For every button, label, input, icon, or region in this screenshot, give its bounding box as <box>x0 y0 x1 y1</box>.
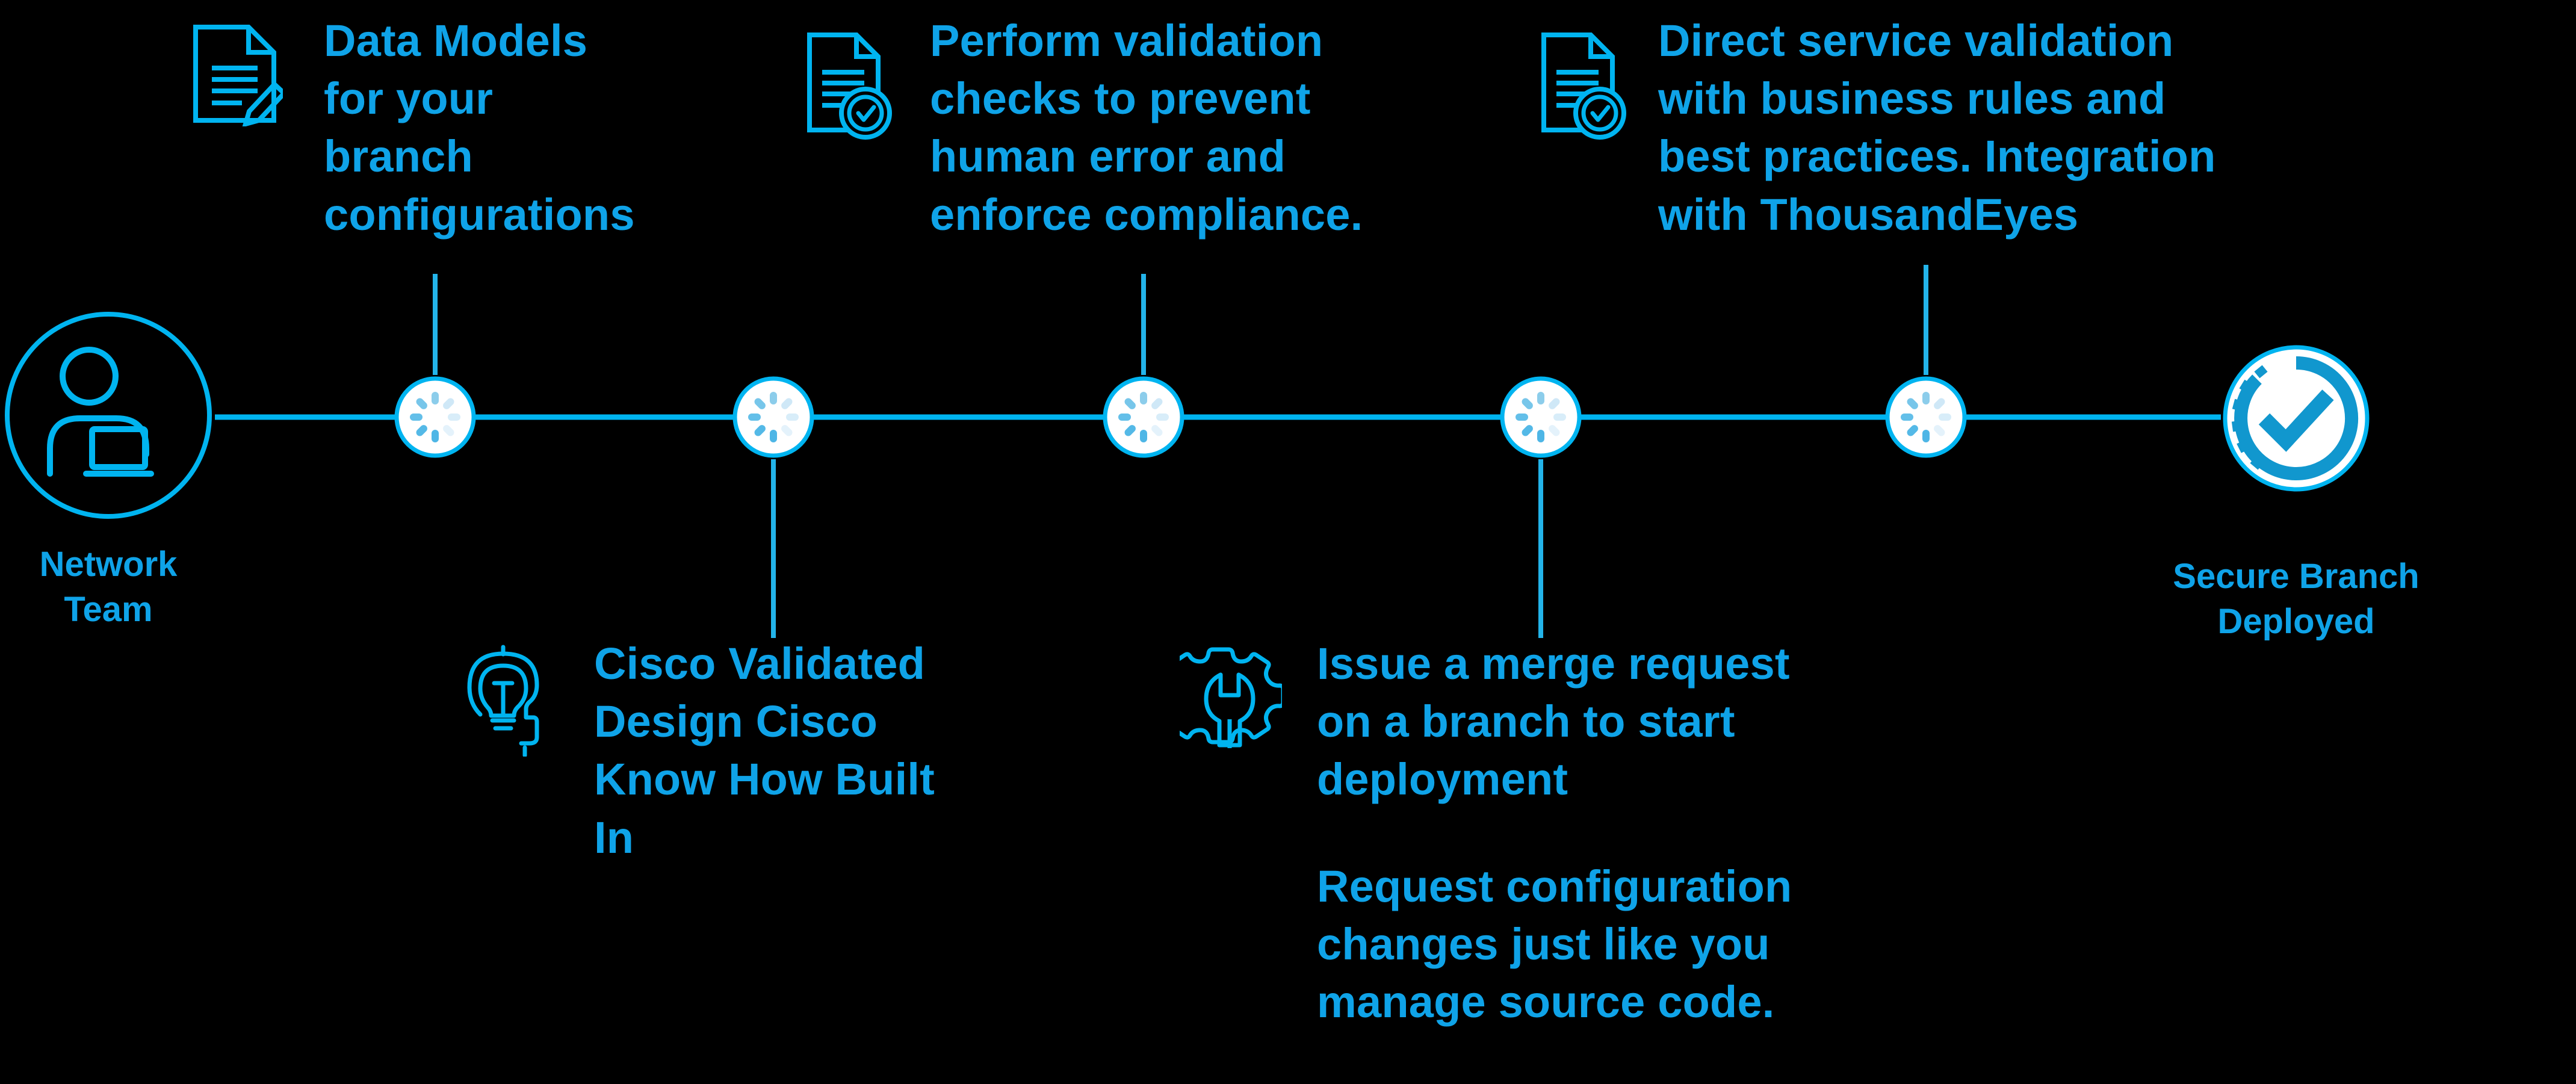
callout-direct-service-validation-text: Direct service validation with business … <box>1658 12 2284 244</box>
end-node-secure-branch[interactable] <box>2221 343 2371 494</box>
step-node-1[interactable] <box>393 375 477 459</box>
callout-line: Data Models <box>324 16 588 66</box>
callout-line: Perform validation <box>930 16 1324 66</box>
callout-line: with ThousandEyes <box>1658 189 2079 240</box>
step-node-2[interactable] <box>731 375 816 459</box>
person-with-laptop-icon <box>5 312 212 519</box>
document-check-icon <box>1541 33 1626 140</box>
callout-validation-checks-text: Perform validation checks to prevent hum… <box>930 12 1363 244</box>
callout-line: Cisco Validated <box>594 639 925 689</box>
gear-wrench-icon <box>1180 647 1282 748</box>
callout-line: Know How Built <box>594 754 935 805</box>
callout-line: In <box>594 812 634 863</box>
callout-line: human error and <box>930 131 1286 182</box>
step-node-4[interactable] <box>1499 375 1583 459</box>
callout-line: checks to prevent <box>930 73 1311 124</box>
document-check-icon <box>807 33 892 140</box>
callout-line: with business rules and <box>1658 73 2166 124</box>
callout-line: deployment <box>1317 754 1568 805</box>
end-node-label: Secure Branch Deployed <box>2125 554 2468 645</box>
step-node-3[interactable] <box>1101 375 1186 459</box>
start-node-network-team[interactable] <box>3 310 214 521</box>
spinner-icon <box>732 376 814 458</box>
check-clock-icon <box>2223 345 2370 492</box>
callout-cisco-validated-design-text: Cisco Validated Design Cisco Know How Bu… <box>594 635 1003 867</box>
spinner-icon <box>394 376 476 458</box>
callout-data-models-text: Data Models for your branch configuratio… <box>324 12 635 244</box>
callout-line: branch <box>324 131 473 182</box>
start-node-label: Network Team <box>0 542 217 633</box>
callout-line: configurations <box>324 189 635 240</box>
document-pencil-icon <box>193 25 283 126</box>
callout-line: changes just like you <box>1317 919 1770 970</box>
start-node-label-line2: Team <box>64 590 153 630</box>
callout-line: manage source code. <box>1317 977 1775 1027</box>
callout-line: for your <box>324 73 494 124</box>
spinner-icon <box>1103 376 1184 458</box>
callout-line: Design Cisco <box>594 696 878 747</box>
head-lightbulb-icon <box>467 645 539 757</box>
callout-line: on a branch to start <box>1317 696 1735 747</box>
end-node-label-line1: Secure Branch <box>2173 557 2420 596</box>
callout-request-configuration: Request configuration changes just like … <box>1317 858 1919 1032</box>
step-node-5[interactable] <box>1884 375 1968 459</box>
callout-line: best practices. Integration <box>1658 131 2216 182</box>
callout-line: enforce compliance. <box>930 189 1363 240</box>
callout-merge-request-text: Issue a merge request on a branch to sta… <box>1317 635 1901 809</box>
callout-line: Issue a merge request <box>1317 639 1790 689</box>
callout-line: Direct service validation <box>1658 16 2174 66</box>
start-node-label-line1: Network <box>39 545 178 584</box>
end-node-label-line2: Deployed <box>2217 602 2375 642</box>
callout-line: Request configuration <box>1317 861 1792 911</box>
spinner-icon <box>1885 376 1967 458</box>
spinner-icon <box>1500 376 1582 458</box>
